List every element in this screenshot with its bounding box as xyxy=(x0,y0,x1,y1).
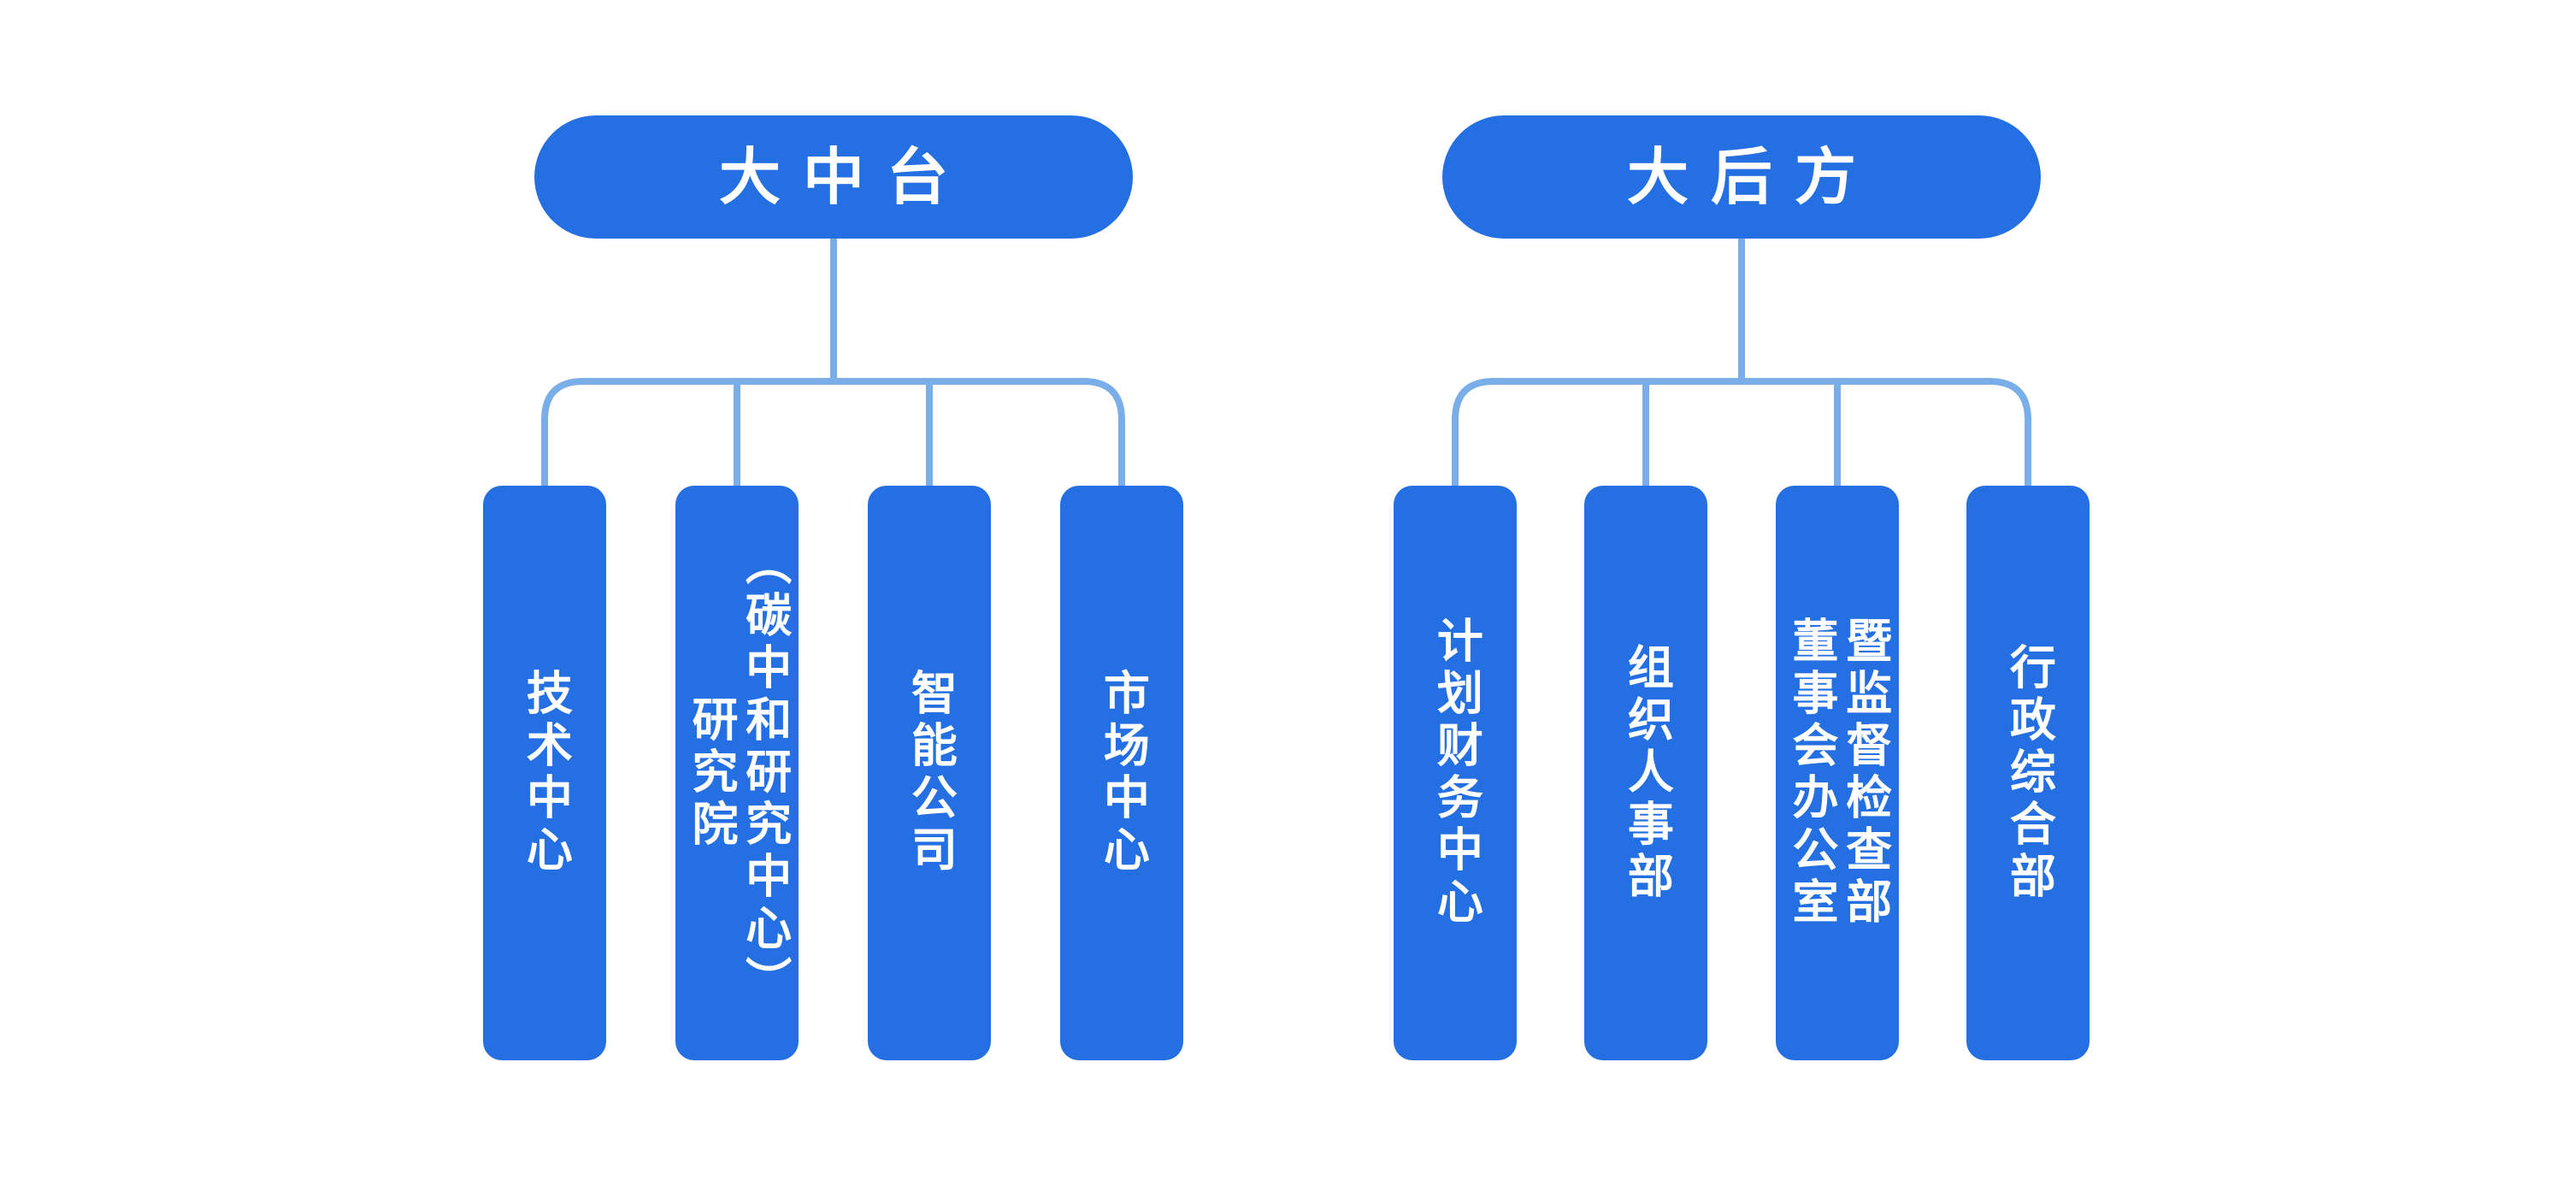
tree-1-child-label-0: 计划财务中心 xyxy=(1429,617,1483,929)
tree-1-child-label-2: 董事会办公室 暨监督检查部 xyxy=(1784,617,1892,929)
tree-1-child-node-2: 董事会办公室 暨监督检查部 xyxy=(1776,486,1899,1060)
tree-0-connector-bus xyxy=(541,378,1125,492)
tree-0-child-node-1: 研究院 （碳中和研究中心） xyxy=(675,486,799,1060)
tree-0-child-label-0: 技术中心 xyxy=(518,669,573,877)
tree-0-child-node-2: 智能公司 xyxy=(868,486,991,1060)
tree-0-child-label-3: 市场中心 xyxy=(1095,669,1150,877)
tree-0-child-label-1: 研究院 （碳中和研究中心） xyxy=(684,538,792,1008)
tree-0-child-node-0: 技术中心 xyxy=(483,486,606,1060)
tree-0-child-node-3: 市场中心 xyxy=(1060,486,1183,1060)
tree-1-child-node-3: 行政综合部 xyxy=(1966,486,2090,1060)
tree-1-root-node: 大后方 xyxy=(1442,115,2041,239)
tree-0-child-label-2: 智能公司 xyxy=(903,669,958,877)
tree-1-root-label: 大后方 xyxy=(1626,141,1878,213)
tree-0-root-label: 大中台 xyxy=(718,141,970,213)
tree-1-child-node-1: 组织人事部 xyxy=(1584,486,1707,1060)
tree-1-child-node-0: 计划财务中心 xyxy=(1394,486,1517,1060)
tree-0-root-node: 大中台 xyxy=(534,115,1133,239)
tree-1-connector-bus xyxy=(1452,378,2031,492)
tree-1-child-label-1: 组织人事部 xyxy=(1619,642,1674,904)
tree-1-child-label-3: 行政综合部 xyxy=(2001,642,2056,904)
